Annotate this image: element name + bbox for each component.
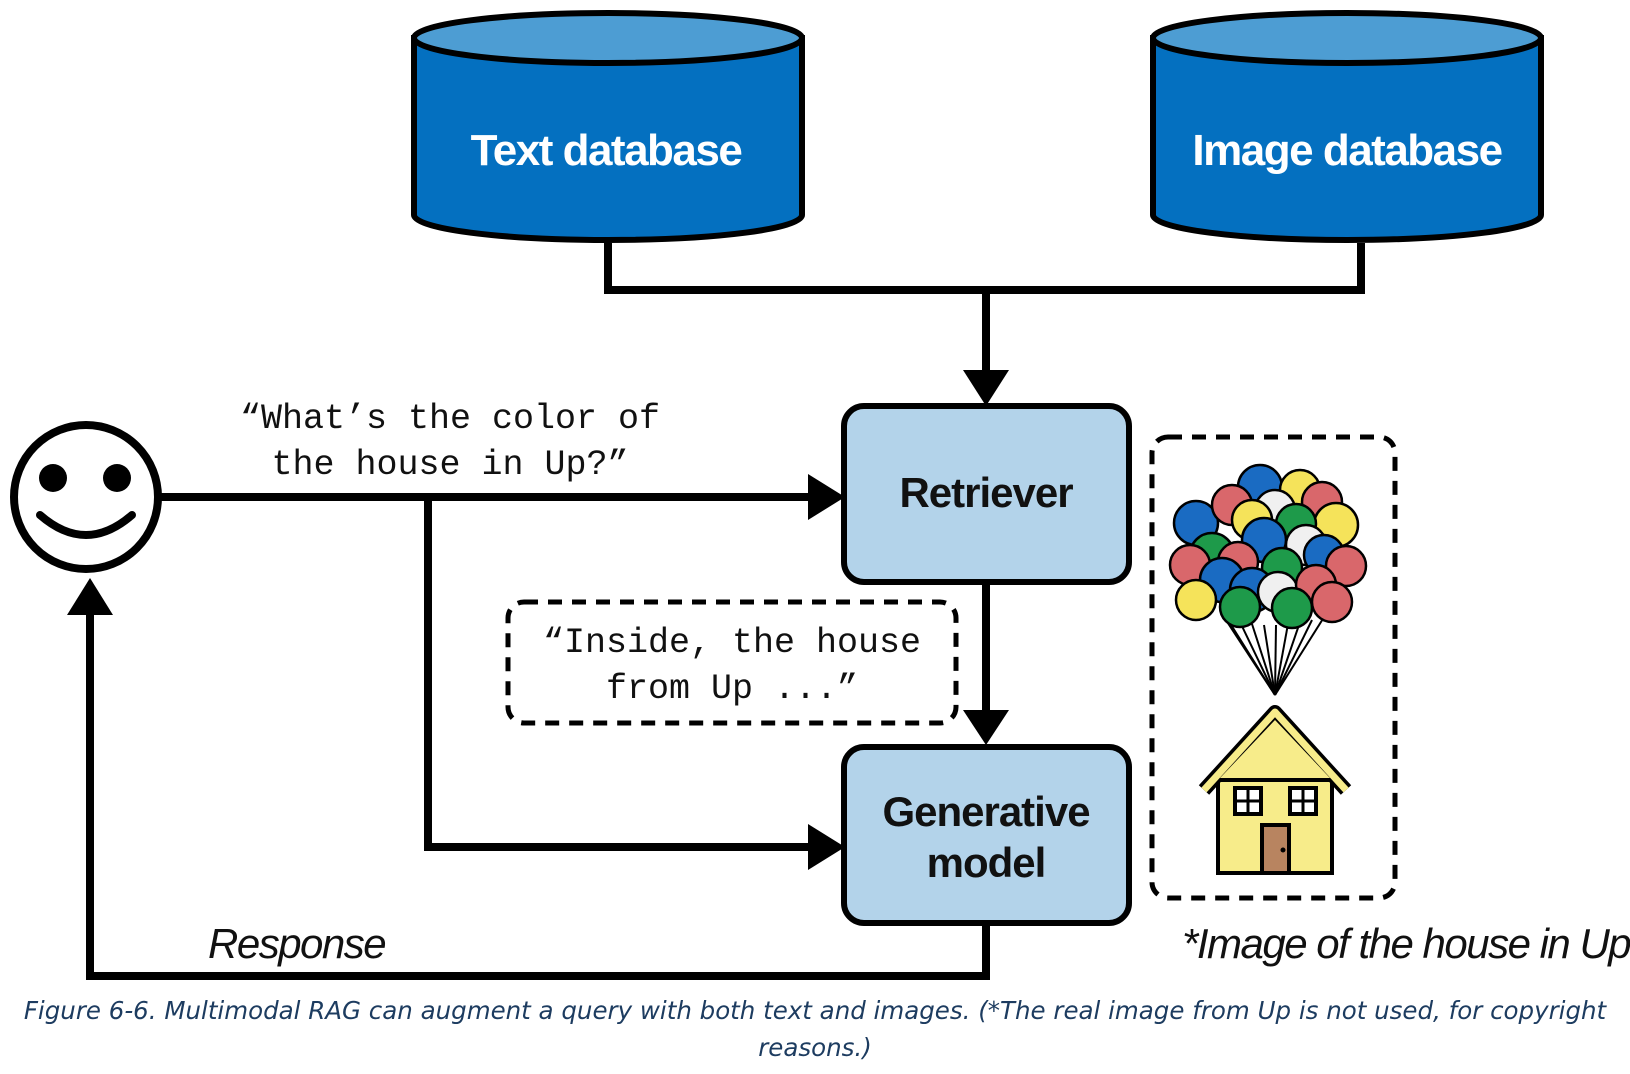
generative-label-line2: model bbox=[927, 839, 1046, 886]
retriever-label: Retriever bbox=[899, 469, 1073, 516]
retrieved-text-line2: from Up ...” bbox=[606, 669, 858, 709]
retrieved-text-box: “Inside, the house from Up ...” bbox=[505, 599, 959, 726]
image-database: Image database bbox=[1150, 10, 1544, 243]
generative-model-box: Generative model bbox=[841, 744, 1132, 926]
response-label: Response bbox=[208, 920, 385, 967]
image-database-label: Image database bbox=[1192, 126, 1501, 175]
text-database: Text database bbox=[411, 10, 805, 243]
generative-label-line1: Generative bbox=[882, 788, 1089, 835]
query-generator-arrowhead bbox=[808, 824, 845, 870]
generator-arrowhead bbox=[963, 710, 1009, 745]
query-arrowhead bbox=[808, 474, 845, 520]
figure-caption: Figure 6-6. Multimodal RAG can augment a… bbox=[23, 996, 1607, 1062]
retriever-box: Retriever bbox=[841, 403, 1132, 585]
retriever-arrowhead bbox=[963, 370, 1009, 406]
query-text-line2: the house in Up?” bbox=[271, 445, 628, 485]
response-arrowhead bbox=[67, 578, 113, 615]
query-text-line1: “What’s the color of bbox=[240, 399, 660, 439]
text-database-label: Text database bbox=[471, 126, 742, 175]
image-note: *Image of the house in Up bbox=[1182, 920, 1630, 967]
retrieved-text-line1: “Inside, the house bbox=[543, 623, 921, 663]
query-to-generator-line bbox=[424, 497, 810, 851]
response-line bbox=[86, 610, 990, 980]
multimodal-rag-diagram: Text database Image database Retriever G… bbox=[10, 10, 1630, 980]
balloon-house-icon bbox=[1149, 434, 1398, 901]
smiley-user-icon bbox=[10, 421, 162, 573]
database-connector bbox=[604, 243, 1365, 387]
